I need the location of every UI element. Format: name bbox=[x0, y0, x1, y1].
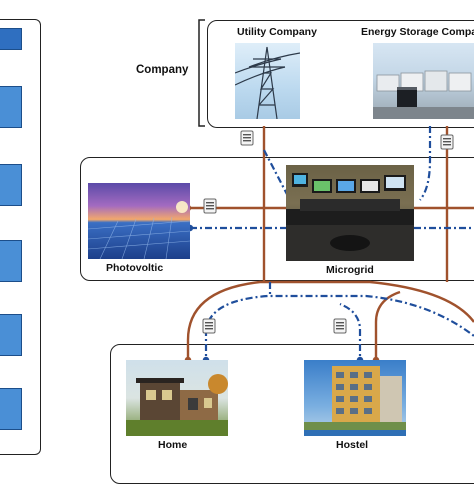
building-icon bbox=[304, 366, 406, 436]
microgrid-photo bbox=[286, 165, 414, 261]
smart-meter-icon bbox=[440, 134, 454, 150]
legend-swatch bbox=[0, 164, 22, 206]
utility-company-label: Utility Company bbox=[237, 26, 317, 38]
home-label: Home bbox=[158, 439, 188, 451]
legend-panel bbox=[0, 19, 41, 455]
smart-meter-icon bbox=[240, 130, 254, 146]
utility-photo bbox=[235, 43, 300, 119]
energy-storage-label: Energy Storage Compa bbox=[361, 26, 474, 38]
control-room-icon bbox=[286, 173, 414, 261]
hostel-label: Hostel bbox=[336, 439, 369, 451]
microgrid-label: Microgrid bbox=[326, 264, 374, 276]
solar-panel-icon bbox=[88, 201, 190, 259]
power-bus bbox=[186, 280, 474, 366]
info-link-hostel bbox=[339, 302, 362, 366]
legend-swatch bbox=[0, 388, 22, 430]
network-links bbox=[184, 126, 474, 366]
photovoltic-label: Photovoltic bbox=[106, 262, 164, 274]
energy-storage-photo bbox=[373, 43, 474, 119]
smart-meter-icon bbox=[203, 198, 217, 214]
home-photo bbox=[126, 360, 228, 436]
legend-swatch bbox=[0, 28, 22, 50]
info-link-storage bbox=[419, 126, 432, 201]
company-group-label: Company bbox=[136, 64, 189, 76]
battery-storage-icon bbox=[373, 70, 474, 119]
info-bus bbox=[204, 294, 474, 366]
power-link-hostel bbox=[374, 290, 401, 366]
house-icon bbox=[126, 374, 228, 436]
legend-swatch bbox=[0, 314, 22, 356]
photovoltic-photo bbox=[88, 183, 190, 259]
legend-swatch bbox=[0, 240, 22, 282]
smart-meter-icon bbox=[202, 318, 216, 334]
information-links bbox=[190, 126, 474, 366]
info-link-utility bbox=[263, 149, 291, 201]
legend-swatch bbox=[0, 86, 22, 128]
transmission-tower-icon bbox=[235, 46, 300, 119]
hostel-photo bbox=[304, 360, 406, 436]
smart-meter-icon bbox=[333, 318, 347, 334]
